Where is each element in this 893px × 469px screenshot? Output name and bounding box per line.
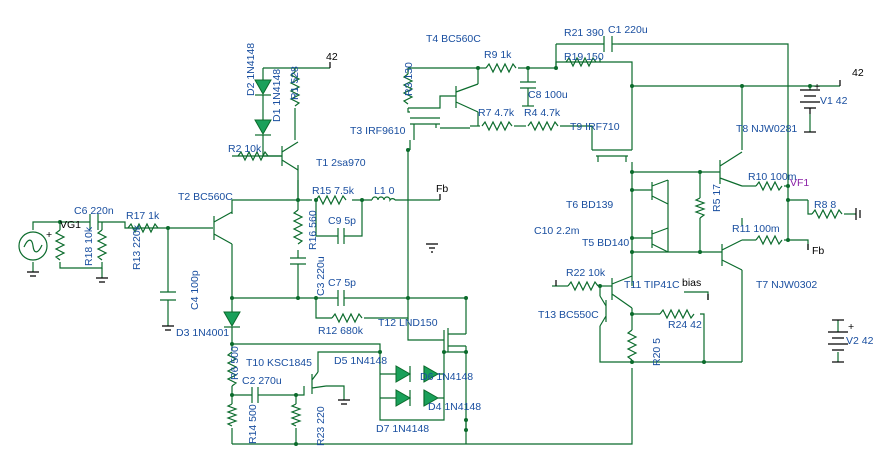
label-c4: C4 100p <box>189 270 201 310</box>
source-vg1-symbol <box>18 231 48 261</box>
label-r14: R14 500 <box>247 404 259 444</box>
label-r22: R22 10k <box>566 267 606 279</box>
label-r16: R16 560 <box>307 210 319 250</box>
label-r23: R23 220 <box>315 406 327 446</box>
plus-sign-v2: + <box>848 321 854 333</box>
label-t5: T5 BD140 <box>582 237 629 249</box>
label-d2: D2 1N4148 <box>245 43 257 96</box>
label-r15: R15 7.5k <box>312 185 355 197</box>
label-d7: D7 1N4148 <box>376 423 429 435</box>
label-r17: R17 1k <box>126 210 160 222</box>
label-v2: V2 42 <box>846 335 874 347</box>
component-labels: R1 528 R2 10k R3 130 R4 4.7k R5 17 R6 50… <box>74 24 874 446</box>
label-t9: T9 IRF710 <box>570 121 620 133</box>
label-c2: C2 270u <box>242 375 282 387</box>
net-label-fb-right: Fb <box>812 245 824 257</box>
label-r20: R20 5 <box>651 338 663 366</box>
label-r18: R18 10k <box>83 226 95 266</box>
label-t11: T11 TIP41C <box>624 279 680 291</box>
label-t13: T13 BC550C <box>538 309 599 321</box>
net-label-vg1: VG1 <box>60 219 81 231</box>
ground-symbols <box>27 208 861 405</box>
label-r6: R6 500 <box>229 346 241 380</box>
plus-sign-vg1: + <box>46 229 52 241</box>
terminal-markers <box>329 62 841 300</box>
label-c7: C7 5p <box>328 277 356 289</box>
label-r3: R3 130 <box>403 62 415 96</box>
net-label-bias: bias <box>682 277 701 289</box>
label-t4: T4 BC560C <box>426 33 481 45</box>
diode-symbols <box>223 79 444 407</box>
label-r10: R10 100m <box>748 171 797 183</box>
label-r8: R8 8 <box>814 199 836 211</box>
label-t10: T10 KSC1845 <box>246 357 312 369</box>
net-label-rail-top: 42 <box>326 51 338 63</box>
label-r9: R9 1k <box>484 49 512 61</box>
label-t3: T3 IRF9610 <box>350 125 406 137</box>
label-d1: D1 1N4148 <box>271 69 283 122</box>
label-d5: D5 1N4148 <box>334 355 387 367</box>
label-d4: D4 1N4148 <box>428 401 481 413</box>
junctions <box>58 66 812 446</box>
label-c6: C6 220n <box>74 205 114 217</box>
label-l1: L1 0 <box>374 185 395 197</box>
label-t8: T8 NJW0281 <box>736 123 797 135</box>
label-r5: R5 17 <box>711 184 723 212</box>
label-c1: C1 220u <box>608 24 648 36</box>
label-t1: T1 2sa970 <box>316 157 366 169</box>
label-r7: R7 4.7k <box>478 107 515 119</box>
label-r21: R21 390 <box>564 27 604 39</box>
transistor-symbols <box>213 83 743 394</box>
battery-symbols <box>800 89 848 351</box>
label-d3: D3 1N4001 <box>176 327 229 339</box>
label-t7: T7 NJW0302 <box>756 279 817 291</box>
label-c3: C3 220u <box>315 256 327 296</box>
capacitor-symbols <box>89 36 618 403</box>
label-r4: R4 4.7k <box>524 107 561 119</box>
wires <box>32 43 856 445</box>
label-c10: C10 2.2m <box>534 225 580 237</box>
plus-sign-v1: + <box>814 81 820 93</box>
label-r1: R1 528 <box>289 66 301 100</box>
label-r24: R24 42 <box>668 319 702 331</box>
label-t12: T12 LND150 <box>378 317 438 329</box>
inductor-l1-symbol <box>371 196 396 202</box>
label-c8: C8 100u <box>528 89 568 101</box>
resistor-symbols <box>54 56 843 427</box>
label-t2: T2 BC560C <box>178 191 233 203</box>
net-label-vf1: VF1 <box>790 177 809 189</box>
label-c9: C9 5p <box>328 215 356 227</box>
net-label-fb-left: Fb <box>436 183 448 195</box>
label-r19: R19 150 <box>564 51 604 63</box>
label-r11: R11 100m <box>732 223 780 235</box>
net-labels: 42 42 Fb Fb VG1 VF1 bias + + + <box>46 51 864 333</box>
label-v1: V1 42 <box>820 95 848 107</box>
label-r12: R12 680k <box>318 325 364 337</box>
label-t6: T6 BD139 <box>566 199 613 211</box>
net-label-rail-right: 42 <box>852 67 864 79</box>
label-r2: R2 10k <box>228 143 262 155</box>
label-d6: D6 1N4148 <box>420 371 473 383</box>
label-r13: R13 220k <box>131 224 143 270</box>
